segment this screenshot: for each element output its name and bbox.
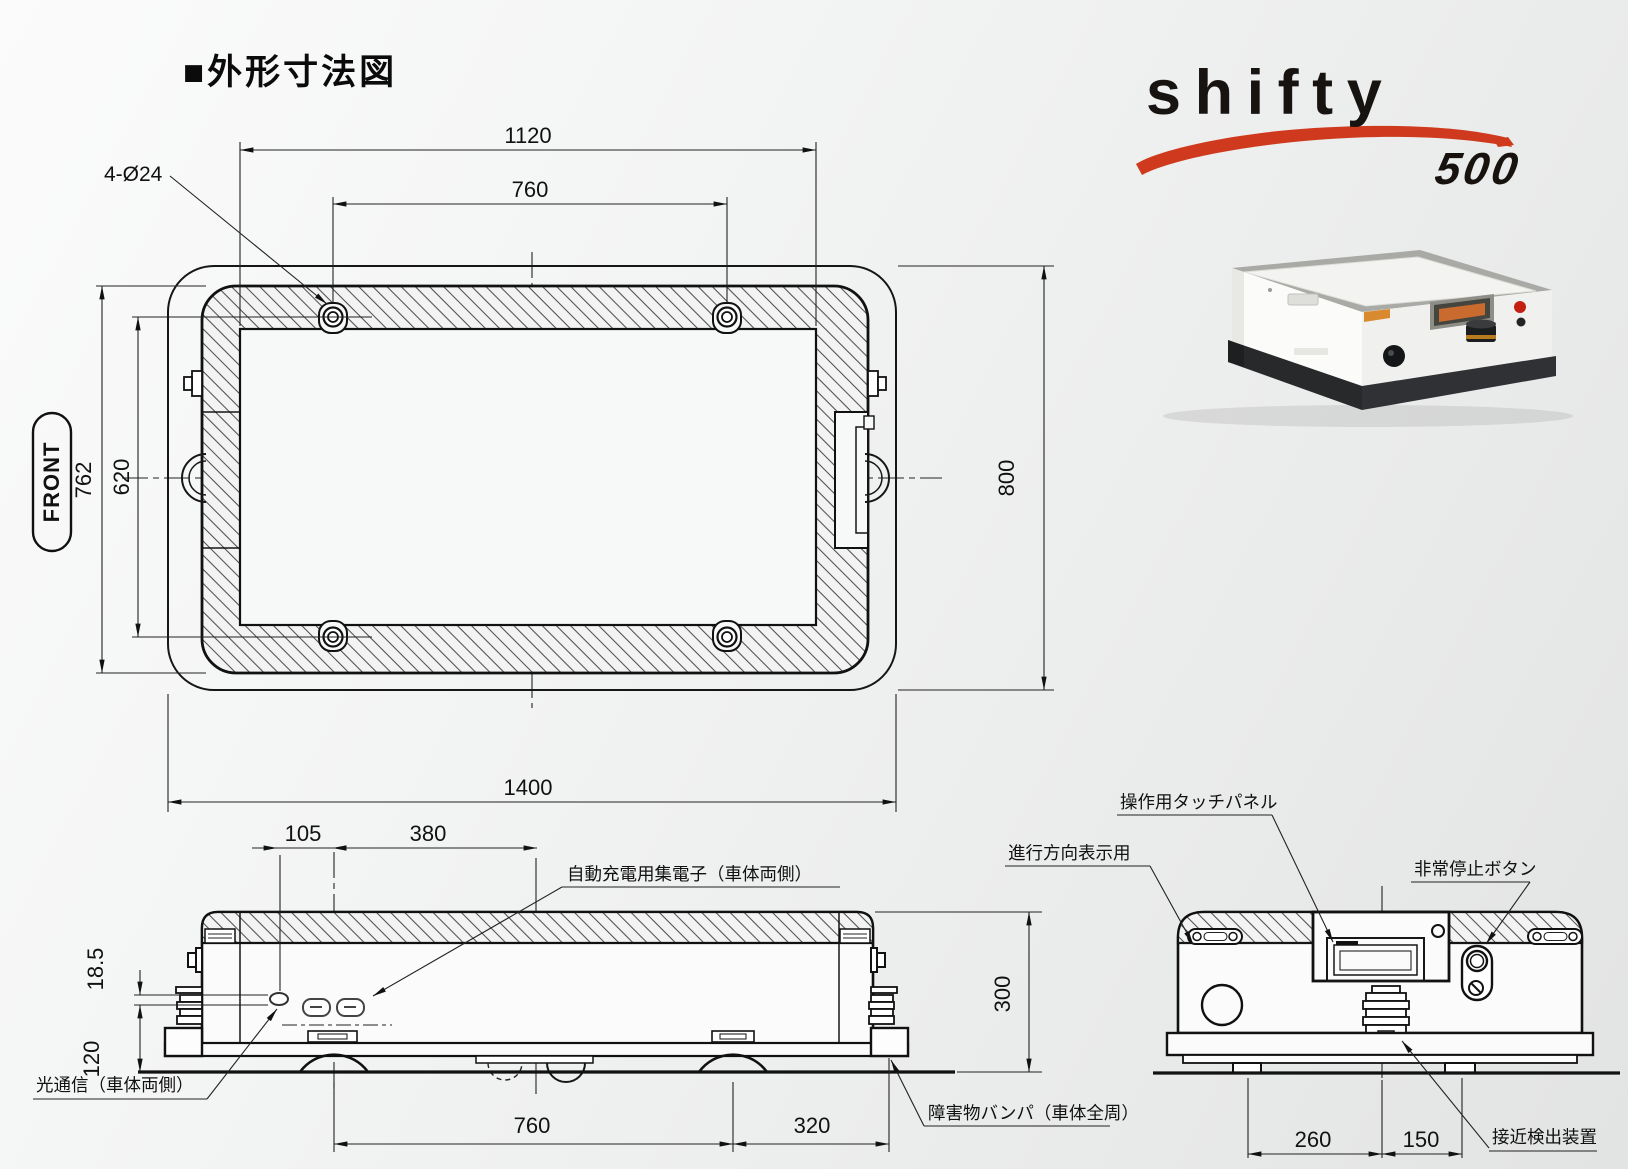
bumper-plate bbox=[1165, 1031, 1595, 1057]
bolt-hole bbox=[712, 620, 742, 652]
dim-760-top: 760 bbox=[332, 177, 728, 207]
dim-300: 300 bbox=[875, 911, 1042, 1073]
side-view: 105 380 18.5 120 300 760 320 bbox=[33, 821, 1139, 1152]
optical-comm-window-right bbox=[864, 453, 890, 503]
dim-value: 320 bbox=[794, 1113, 831, 1138]
front-badge-label: FRONT bbox=[39, 442, 64, 523]
label-touch-panel: 操作用タッチパネル bbox=[1117, 792, 1334, 943]
bolt-hole bbox=[318, 620, 348, 652]
extension-lines bbox=[96, 142, 1054, 812]
label-text: 接近検出装置 bbox=[1492, 1127, 1597, 1147]
dim-value: 1400 bbox=[504, 775, 553, 800]
label-text: 進行方向表示用 bbox=[1008, 843, 1131, 863]
shifty-logo: shifty 500 bbox=[1126, 48, 1530, 212]
drive-wheel bbox=[298, 1053, 370, 1073]
hole-callout-text: 4-Ø24 bbox=[104, 163, 163, 186]
payload-area bbox=[238, 327, 818, 627]
touch-panel-unit bbox=[1311, 910, 1451, 983]
direction-indicator-left bbox=[1187, 928, 1243, 945]
dim-value: 300 bbox=[990, 976, 1015, 1013]
direction-indicator-right bbox=[1527, 928, 1583, 945]
brand-name: shifty bbox=[1146, 58, 1396, 128]
bolt-hole bbox=[712, 302, 742, 334]
agv-render bbox=[1163, 250, 1573, 427]
dim-1120: 1120 bbox=[239, 123, 817, 153]
bumper-rear-block bbox=[869, 1026, 910, 1058]
dim-value: 760 bbox=[514, 1113, 551, 1138]
dim-800: 800 bbox=[994, 265, 1047, 691]
rear-end-details bbox=[868, 947, 898, 1025]
dim-620: 620 bbox=[109, 316, 141, 638]
dim-1400: 1400 bbox=[167, 775, 897, 805]
label-optical: 光通信（車体両側） bbox=[33, 1008, 278, 1100]
indicator-slot-side-left bbox=[204, 928, 236, 944]
dim-value: 120 bbox=[79, 1041, 104, 1078]
dim-value: 762 bbox=[71, 462, 96, 499]
edge-connector-right bbox=[867, 370, 887, 397]
top-frame-hatched bbox=[200, 910, 875, 945]
dim-18-5-120: 18.5 120 bbox=[79, 948, 268, 1078]
label-direction: 進行方向表示用 bbox=[1005, 843, 1194, 945]
model-number: 500 bbox=[1431, 143, 1525, 194]
label-text: 自動充電用集電子（車体両側） bbox=[567, 864, 812, 884]
optical-comm-port bbox=[269, 992, 289, 1006]
label-proximity: 接近検出装置 bbox=[1401, 1040, 1597, 1152]
bumper-outline bbox=[167, 265, 897, 691]
logo-brush-stroke-icon bbox=[1136, 125, 1514, 175]
page-title: ■外形寸法図 bbox=[183, 53, 398, 92]
label-text: 非常停止ボタン bbox=[1414, 859, 1537, 879]
body-port-hole bbox=[1200, 983, 1244, 1027]
dim-value: 18.5 bbox=[83, 948, 108, 991]
front-direction-badge: FRONT bbox=[31, 411, 73, 553]
dim-value: 260 bbox=[1295, 1127, 1332, 1152]
label-text: 障害物バンパ（車体全周） bbox=[928, 1103, 1139, 1123]
label-bumper: 障害物バンパ（車体全周） bbox=[890, 1059, 1139, 1127]
rear-wheel bbox=[697, 1053, 769, 1073]
dim-value: 380 bbox=[410, 821, 447, 846]
approach-detection-device bbox=[1362, 985, 1410, 1037]
dim-value: 1120 bbox=[504, 123, 551, 148]
panel-knob bbox=[1431, 924, 1445, 938]
dim-105-380: 105 380 bbox=[252, 821, 538, 991]
bumper-lip bbox=[1182, 1054, 1578, 1064]
bumper-plate bbox=[163, 1041, 910, 1058]
label-text: 操作用タッチパネル bbox=[1120, 792, 1278, 812]
dim-value: 760 bbox=[512, 177, 549, 202]
dim-260-150: 260 150 bbox=[1247, 1078, 1463, 1158]
hole-callout: 4-Ø24 bbox=[104, 163, 328, 305]
bumper-front-block bbox=[163, 1026, 204, 1058]
emergency-stop-button bbox=[1460, 944, 1494, 1002]
dim-value: 150 bbox=[1403, 1127, 1440, 1152]
indicator-slot-side-right bbox=[839, 928, 871, 944]
front-view: 260 150 操作用タッチパネル 進行方向表示用 非常停止ボタン 接近検出装置 bbox=[1005, 792, 1620, 1158]
label-charger: 自動充電用集電子（車体両側） bbox=[372, 864, 840, 997]
charging-contacts bbox=[302, 998, 365, 1017]
dim-760-320: 760 320 bbox=[333, 1058, 890, 1152]
caster-assembly bbox=[475, 1055, 594, 1083]
bolt-hole bbox=[318, 302, 348, 334]
wheel-mount-plate bbox=[307, 1030, 755, 1043]
optical-comm-window-left bbox=[181, 453, 207, 503]
edge-connector-left bbox=[183, 370, 203, 397]
label-estop: 非常停止ボタン bbox=[1411, 859, 1537, 945]
dim-value: 800 bbox=[994, 460, 1019, 497]
front-end-details bbox=[175, 947, 203, 1025]
top-view: FRONT 1120 760 762 620 bbox=[31, 123, 1054, 812]
dim-value: 620 bbox=[109, 459, 134, 496]
dim-762: 762 bbox=[71, 285, 105, 674]
dim-value: 105 bbox=[285, 821, 322, 846]
product-photo bbox=[1128, 236, 1576, 436]
side-panel-recess bbox=[834, 411, 875, 549]
label-text: 光通信（車体両側） bbox=[36, 1075, 194, 1095]
